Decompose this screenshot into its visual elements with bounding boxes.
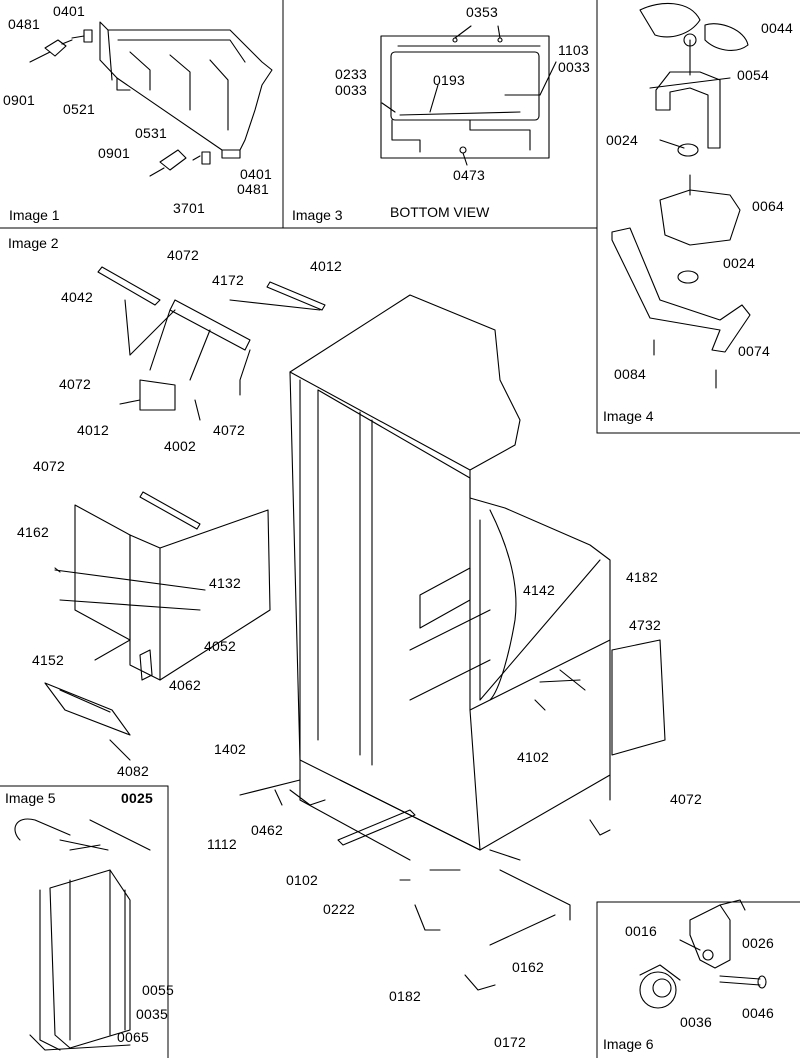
part-label: 4162: [17, 524, 49, 540]
part-label: 0182: [389, 988, 421, 1004]
caption-image6: Image 6: [603, 1036, 654, 1052]
caption-image5: Image 5: [5, 790, 56, 806]
part-label: 0026: [742, 935, 774, 951]
part-label: 4102: [517, 749, 549, 765]
part-label: 0481: [237, 181, 269, 197]
part-label: 0193: [433, 72, 465, 88]
part-label: 0065: [117, 1029, 149, 1045]
part-label: 0035: [136, 1006, 168, 1022]
image5-evaporator: [14, 818, 151, 1051]
part-label: 0033: [558, 59, 590, 75]
part-label: 0024: [606, 132, 638, 148]
part-label: 0353: [466, 4, 498, 20]
image2-fan-housing: [97, 266, 326, 421]
image4-drawing: [611, 2, 751, 389]
part-label: 0024: [723, 255, 755, 271]
part-label: 4002: [164, 438, 196, 454]
part-label: 4152: [32, 652, 64, 668]
part-label: 4042: [61, 289, 93, 305]
part-label: 0401: [240, 166, 272, 182]
caption-image2: Image 2: [8, 235, 59, 251]
part-label: 0172: [494, 1034, 526, 1050]
part-label: 0462: [251, 822, 283, 838]
part-label: 0033: [335, 82, 367, 98]
part-label: 0016: [625, 923, 657, 939]
part-label: 0055: [142, 982, 174, 998]
part-label: 4072: [167, 247, 199, 263]
part-label: 0401: [53, 3, 85, 19]
part-label: 1112: [207, 836, 237, 852]
caption-image3: Image 3: [292, 207, 343, 223]
image3-drawing: [380, 25, 557, 166]
part-label: 4062: [169, 677, 201, 693]
part-label: 4072: [59, 376, 91, 392]
part-label: 0162: [512, 959, 544, 975]
part-label: 4012: [310, 258, 342, 274]
part-label: 4072: [33, 458, 65, 474]
part-label: 4072: [670, 791, 702, 807]
part-label: 0102: [286, 872, 318, 888]
part-label: 0531: [135, 125, 167, 141]
part-label: 4072: [213, 422, 245, 438]
part-label: 4142: [523, 582, 555, 598]
part-label: 0054: [737, 67, 769, 83]
part-label: 4132: [209, 575, 241, 591]
part-label: 0521: [63, 101, 95, 117]
image1-drawing: [29, 21, 273, 177]
image6-wheel: [639, 899, 767, 1009]
image2-duct-panel: [44, 491, 271, 761]
part-label: 0233: [335, 66, 367, 82]
part-label: 0084: [614, 366, 646, 382]
part-label: 0481: [8, 16, 40, 32]
part-label: 0901: [3, 92, 35, 108]
part-label: 4732: [629, 617, 661, 633]
part-label: 1402: [214, 741, 246, 757]
part-label: 0036: [680, 1014, 712, 1030]
part-label: 0064: [752, 198, 784, 214]
image2-cabinet: [239, 294, 666, 991]
part-label: 4172: [212, 272, 244, 288]
part-label: 1103: [558, 42, 589, 58]
part-label: 0044: [761, 20, 793, 36]
part-label: 0901: [98, 145, 130, 161]
caption-image4: Image 4: [603, 408, 654, 424]
part-label: 0046: [742, 1005, 774, 1021]
part-label: 0222: [323, 901, 355, 917]
caption-image1: Image 1: [9, 207, 60, 223]
part-label: 0074: [738, 343, 770, 359]
part-label: 0473: [453, 167, 485, 183]
caption-bottom-view: BOTTOM VIEW: [390, 204, 490, 220]
part-label: 3701: [173, 200, 205, 216]
part-label: 0025: [121, 790, 153, 806]
part-label: 4082: [117, 763, 149, 779]
part-label: 4052: [204, 638, 236, 654]
part-label: 4182: [626, 569, 658, 585]
part-label: 4012: [77, 422, 109, 438]
